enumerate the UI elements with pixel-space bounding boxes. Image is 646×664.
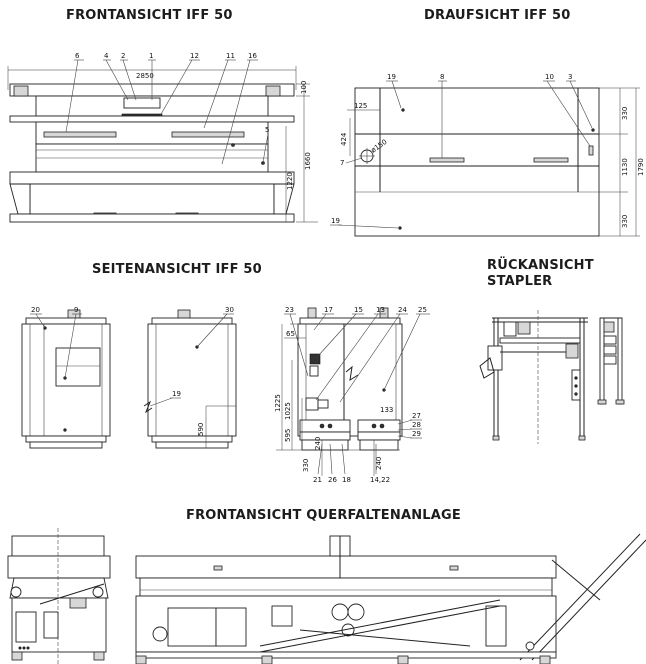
dim-side-1025: 1025 <box>284 402 292 420</box>
dim-top-1130: 1130 <box>621 158 629 176</box>
svg-text:9: 9 <box>74 306 78 314</box>
svg-text:10: 10 <box>545 73 554 81</box>
svg-text:23: 23 <box>285 306 294 314</box>
svg-text:6: 6 <box>75 52 80 60</box>
rear-view-drawing <box>479 310 625 444</box>
dim-side-590: 590 <box>197 423 205 436</box>
top-callouts: 19 8 10 3 7 19 <box>330 73 593 229</box>
dim-front-1660: 1660 <box>304 152 312 170</box>
svg-text:19: 19 <box>331 217 340 225</box>
dim-side-240a: 240 <box>314 437 322 450</box>
svg-text:13: 13 <box>376 306 385 314</box>
title-side-view: SEITENANSICHT IFF 50 <box>92 262 262 277</box>
svg-text:15: 15 <box>354 306 363 314</box>
front-view-drawing: 2850 100 1660 1220 6 4 <box>7 52 318 223</box>
cross-fold-drawing <box>7 528 646 664</box>
svg-text:25: 25 <box>418 306 427 314</box>
title-front-view: FRONTANSICHT IFF 50 <box>66 8 233 23</box>
svg-text:30: 30 <box>225 306 234 314</box>
title-rear-line1: RÜCKANSICHT <box>487 258 594 273</box>
svg-text:4: 4 <box>104 52 109 60</box>
dim-top-1790: 1790 <box>637 158 645 176</box>
svg-text:8: 8 <box>440 73 444 81</box>
svg-text:3: 3 <box>568 73 572 81</box>
svg-text:24: 24 <box>398 306 407 314</box>
svg-text:5: 5 <box>265 126 269 134</box>
dim-front-width: 2850 <box>136 72 154 80</box>
svg-text:21: 21 <box>313 476 322 484</box>
dim-top-330a: 330 <box>621 107 629 120</box>
title-rear-view: RÜCKANSICHT STAPLER <box>487 258 594 290</box>
svg-text:28: 28 <box>412 421 421 429</box>
dim-top-330b: 330 <box>621 215 629 228</box>
svg-text:7: 7 <box>340 159 344 167</box>
svg-text:16: 16 <box>248 52 257 60</box>
svg-text:18: 18 <box>342 476 351 484</box>
dim-side-133: 133 <box>380 406 393 414</box>
dim-side-240b: 240 <box>375 457 383 470</box>
side-callouts: 23 17 15 13 24 25 27 28 29 21 26 18 14,2… <box>284 306 430 484</box>
svg-text:19: 19 <box>172 390 181 398</box>
dim-side-1225: 1225 <box>274 394 282 412</box>
title-cross-fold: FRONTANSICHT QUERFALTENANLAGE <box>186 508 461 523</box>
svg-text:26: 26 <box>328 476 337 484</box>
title-rear-line2: STAPLER <box>487 274 553 289</box>
svg-text:29: 29 <box>412 430 421 438</box>
svg-text:11: 11 <box>226 52 235 60</box>
dim-front-1220: 1220 <box>286 172 294 190</box>
svg-text:19: 19 <box>387 73 396 81</box>
svg-text:2: 2 <box>121 52 125 60</box>
svg-text:17: 17 <box>324 306 333 314</box>
svg-text:27: 27 <box>412 412 421 420</box>
dim-side-330: 330 <box>302 459 310 472</box>
top-view-drawing: 125 424 ø150 330 1130 1790 330 19 8 10 3… <box>330 73 645 237</box>
dim-side-65: 65 <box>286 330 295 338</box>
front-callouts: 6 4 2 1 12 11 16 5 <box>65 52 269 165</box>
svg-text:14,22: 14,22 <box>370 476 390 484</box>
title-top-view: DRAUFSICHT IFF 50 <box>424 8 571 23</box>
dim-top-125: 125 <box>354 102 367 110</box>
dim-top-424: 424 <box>340 132 348 146</box>
dim-side-595: 595 <box>284 429 292 442</box>
svg-text:20: 20 <box>31 306 40 314</box>
svg-text:1: 1 <box>149 52 153 60</box>
side-view-drawing: 20 9 590 30 19 <box>21 306 430 484</box>
svg-text:12: 12 <box>190 52 199 60</box>
